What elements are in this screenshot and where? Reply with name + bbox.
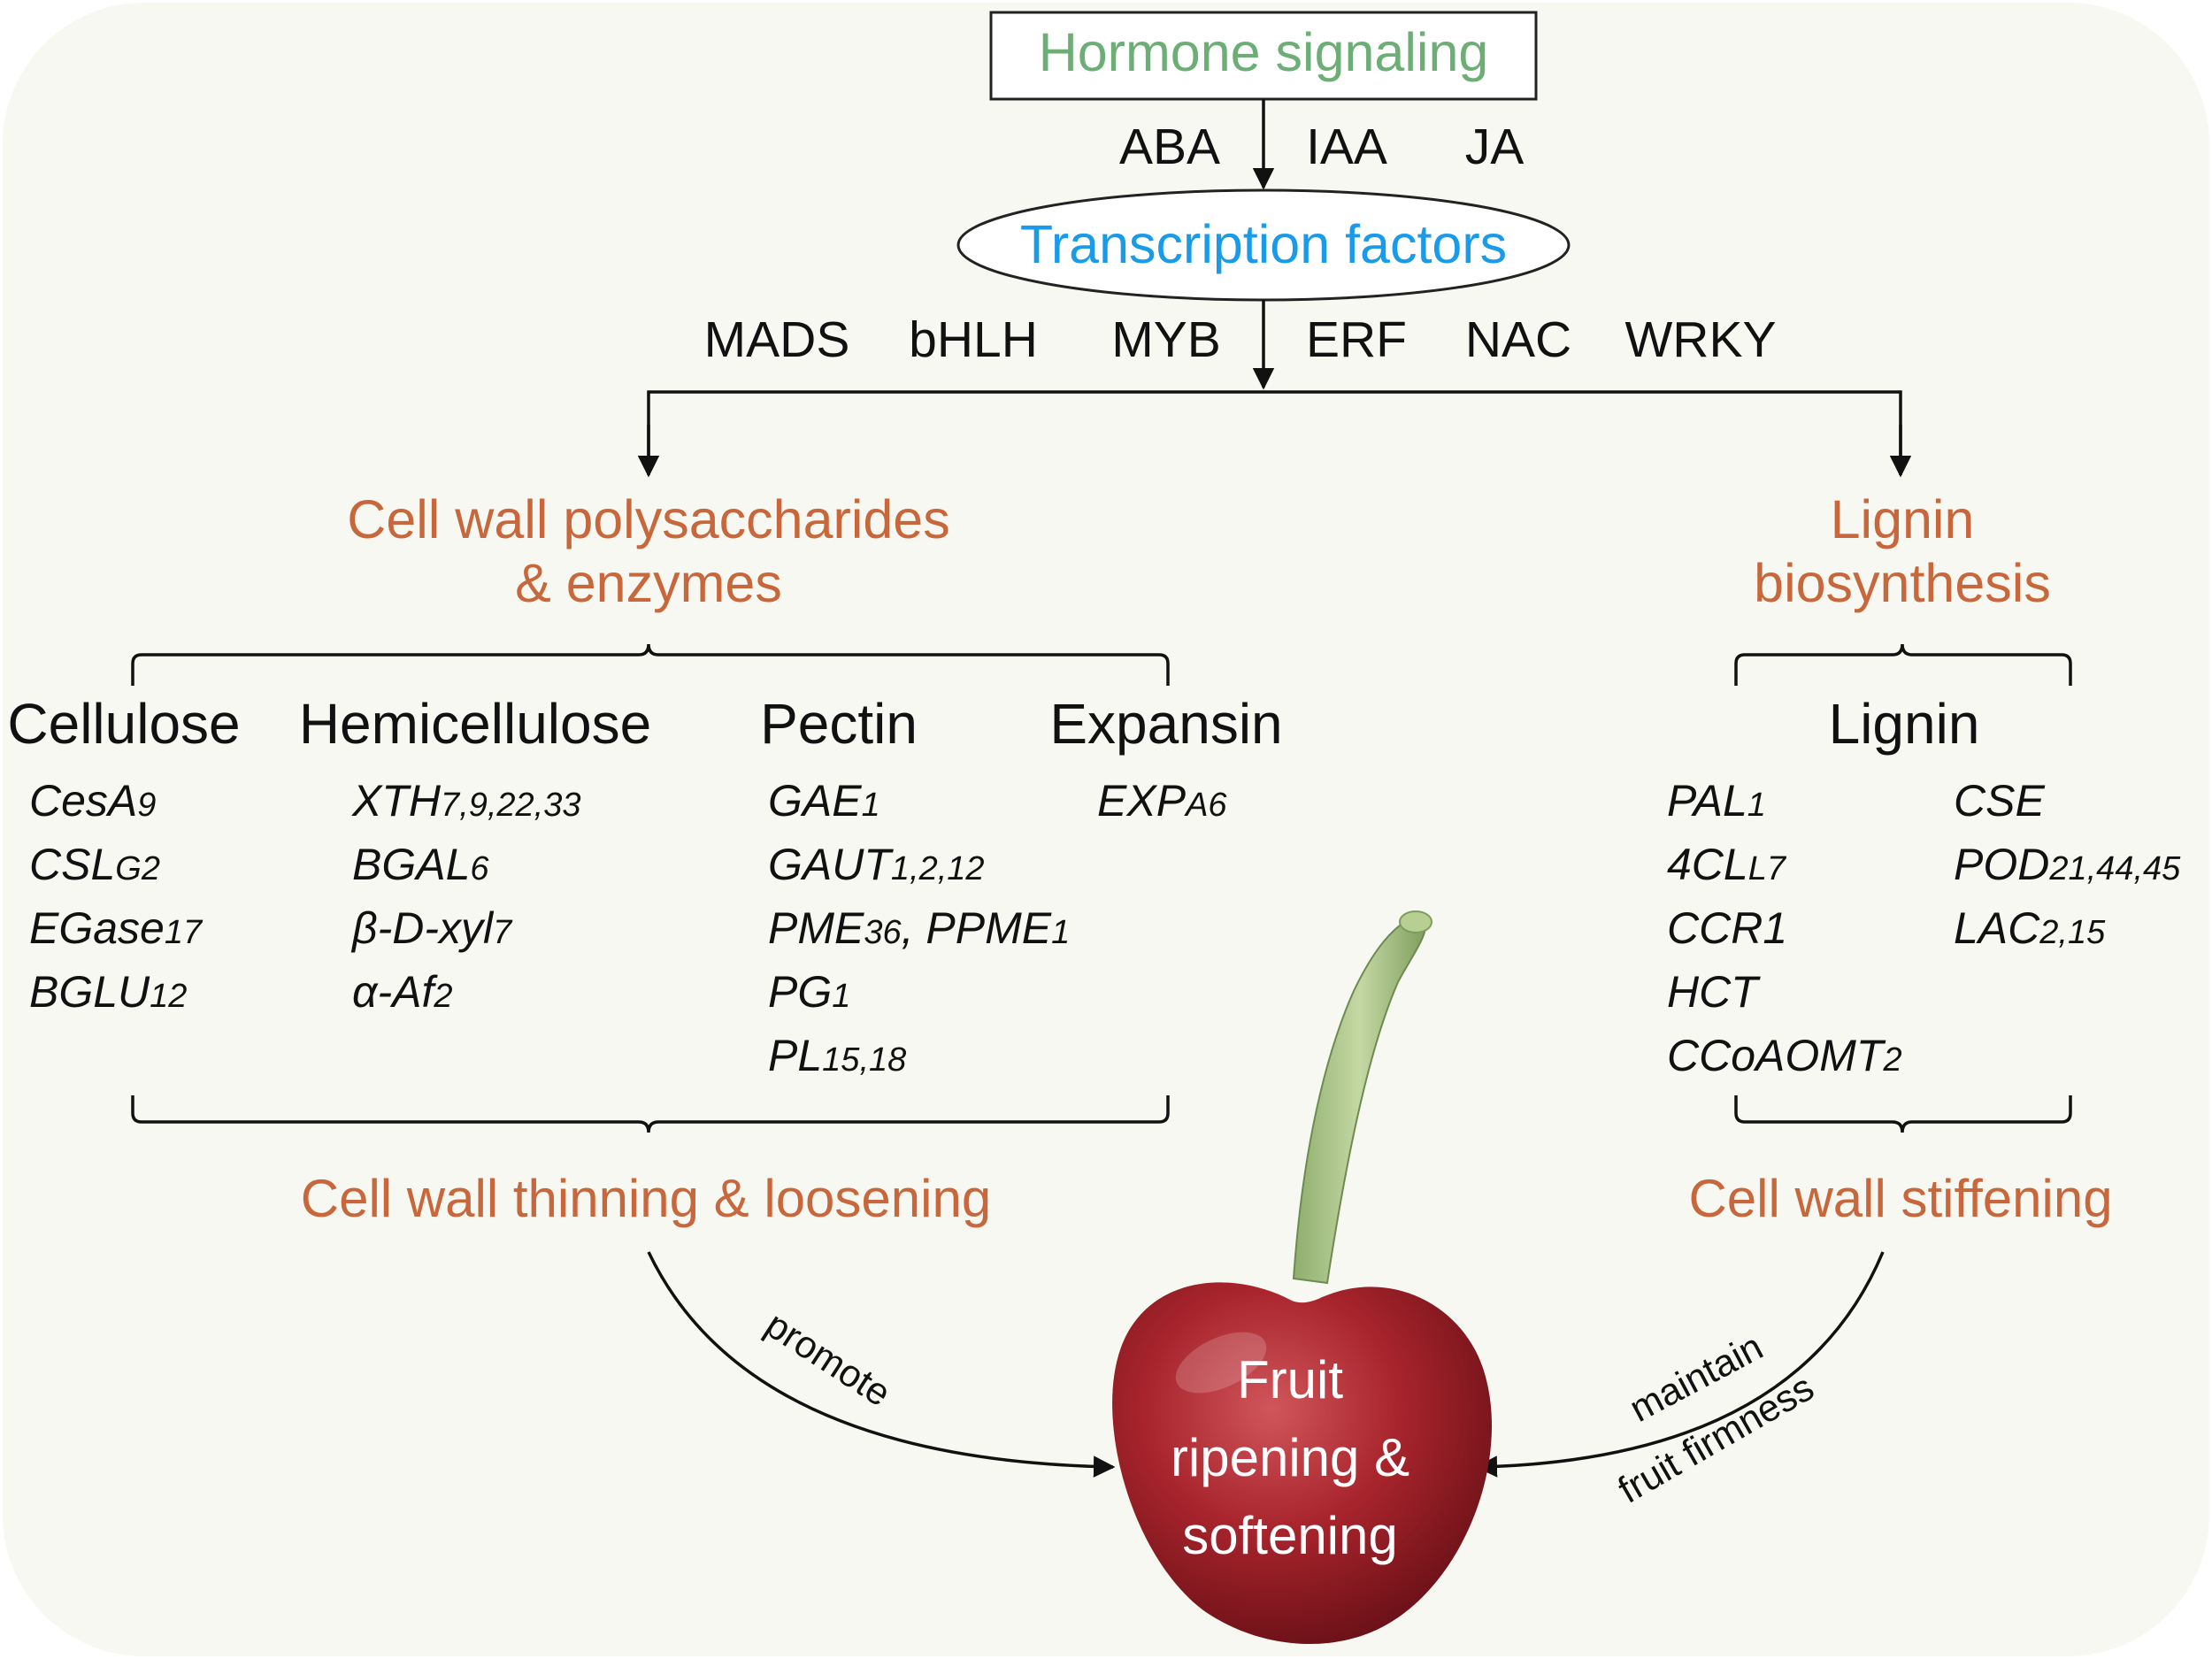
fruit-label-line2: ripening & (1171, 1428, 1409, 1487)
hemicellulose-gene-list: XTH7,9,22,33 BGAL6 β-D-xyl7 α-Af2 (350, 776, 580, 1017)
gene-item: EGase17 (29, 903, 204, 953)
tf-label-nac: NAC (1465, 311, 1571, 368)
gene-item: 4CLL7 (1667, 840, 1787, 889)
background-panel (3, 3, 2209, 1656)
gene-item: CSE (1954, 776, 2045, 826)
gene-item: HCT (1667, 967, 1761, 1017)
gene-item: PME36, PPME1 (768, 903, 1070, 953)
group-heading-hemicellulose: Hemicellulose (299, 692, 651, 756)
tf-label-wrky: WRKY (1625, 311, 1777, 368)
hormone-label-aba: ABA (1119, 119, 1220, 175)
right-branch-title-line1: Lignin (1831, 489, 1975, 549)
gene-item: PG1 (768, 967, 850, 1017)
left-branch-title-line2: & enzymes (515, 553, 782, 613)
gene-item: GAUT1,2,12 (768, 840, 985, 889)
arrow-promote (647, 1251, 1116, 1478)
gene-item: BGAL6 (352, 840, 489, 889)
pectin-gene-list: GAE1 GAUT1,2,12 PME36, PPME1 PG1 PL15,18 (768, 776, 1070, 1080)
fruit-label-line1: Fruit (1237, 1350, 1343, 1409)
gene-item: CSLG2 (29, 840, 160, 889)
group-heading-pectin: Pectin (760, 692, 918, 756)
gene-item: PL15,18 (768, 1031, 906, 1080)
cherry-fruit (1112, 1282, 1493, 1645)
gene-item: PAL1 (1667, 776, 1766, 826)
tf-label-mads: MADS (704, 311, 850, 368)
transcription-factors-ellipse: Transcription factors (956, 188, 1571, 302)
transcription-factors-title: Transcription factors (1020, 214, 1507, 274)
right-branch-title-line2: biosynthesis (1754, 553, 2051, 613)
left-bottom-brace (131, 1095, 1170, 1133)
cellulose-gene-list: CesA9 CSLG2 EGase17 BGLU12 (29, 776, 204, 1017)
gene-item: BGLU12 (29, 967, 187, 1017)
expansin-gene-list: EXPA6 (1097, 776, 1227, 826)
group-heading-expansin: Expansin (1049, 692, 1282, 756)
gene-item: α-Af2 (352, 967, 453, 1017)
hormone-signaling-box: Hormone signaling (989, 11, 1538, 101)
tf-label-bhlh: bHLH (909, 311, 1038, 368)
lignin-gene-list-col1: PAL1 4CLL7 CCR1 HCT CCoAOMT2 (1667, 776, 1902, 1080)
cherry-stem-tip (1399, 910, 1432, 933)
fruit-label-line3: softening (1182, 1506, 1398, 1565)
lignin-gene-list-col2: CSE POD21,44,45 LAC2,15 (1954, 776, 2181, 953)
hormone-signaling-title: Hormone signaling (1039, 22, 1489, 82)
arrow-maintain (1475, 1251, 1885, 1478)
gene-item: CCoAOMT2 (1667, 1031, 1902, 1080)
cherry-image: Fruit ripening & softening (1112, 910, 1493, 1645)
left-outcome: Cell wall thinning & loosening (301, 1169, 991, 1228)
gene-item: GAE1 (768, 776, 880, 826)
gene-item: LAC2,15 (1954, 903, 2106, 953)
cherry-highlight (1175, 1332, 1267, 1394)
gene-item: XTH7,9,22,33 (351, 776, 580, 826)
left-top-brace (131, 643, 1170, 686)
right-bottom-brace (1734, 1095, 2072, 1133)
right-outcome: Cell wall stiffening (1688, 1169, 2112, 1228)
group-heading-lignin: Lignin (1829, 692, 1980, 756)
gene-item: EXPA6 (1097, 776, 1227, 826)
right-top-brace (1734, 643, 2072, 686)
tf-label-erf: ERF (1306, 311, 1407, 368)
left-branch-title-line1: Cell wall polysaccharides (347, 489, 949, 549)
gene-item: β-D-xyl7 (350, 903, 513, 953)
gene-item: POD21,44,45 (1954, 840, 2181, 889)
gene-item: CesA9 (29, 776, 156, 826)
gene-item: CCR1 (1667, 903, 1787, 953)
tf-label-myb: MYB (1111, 311, 1221, 368)
group-heading-cellulose: Cellulose (7, 692, 240, 756)
hormone-label-ja: JA (1465, 119, 1525, 175)
hormone-label-iaa: IAA (1306, 119, 1387, 175)
